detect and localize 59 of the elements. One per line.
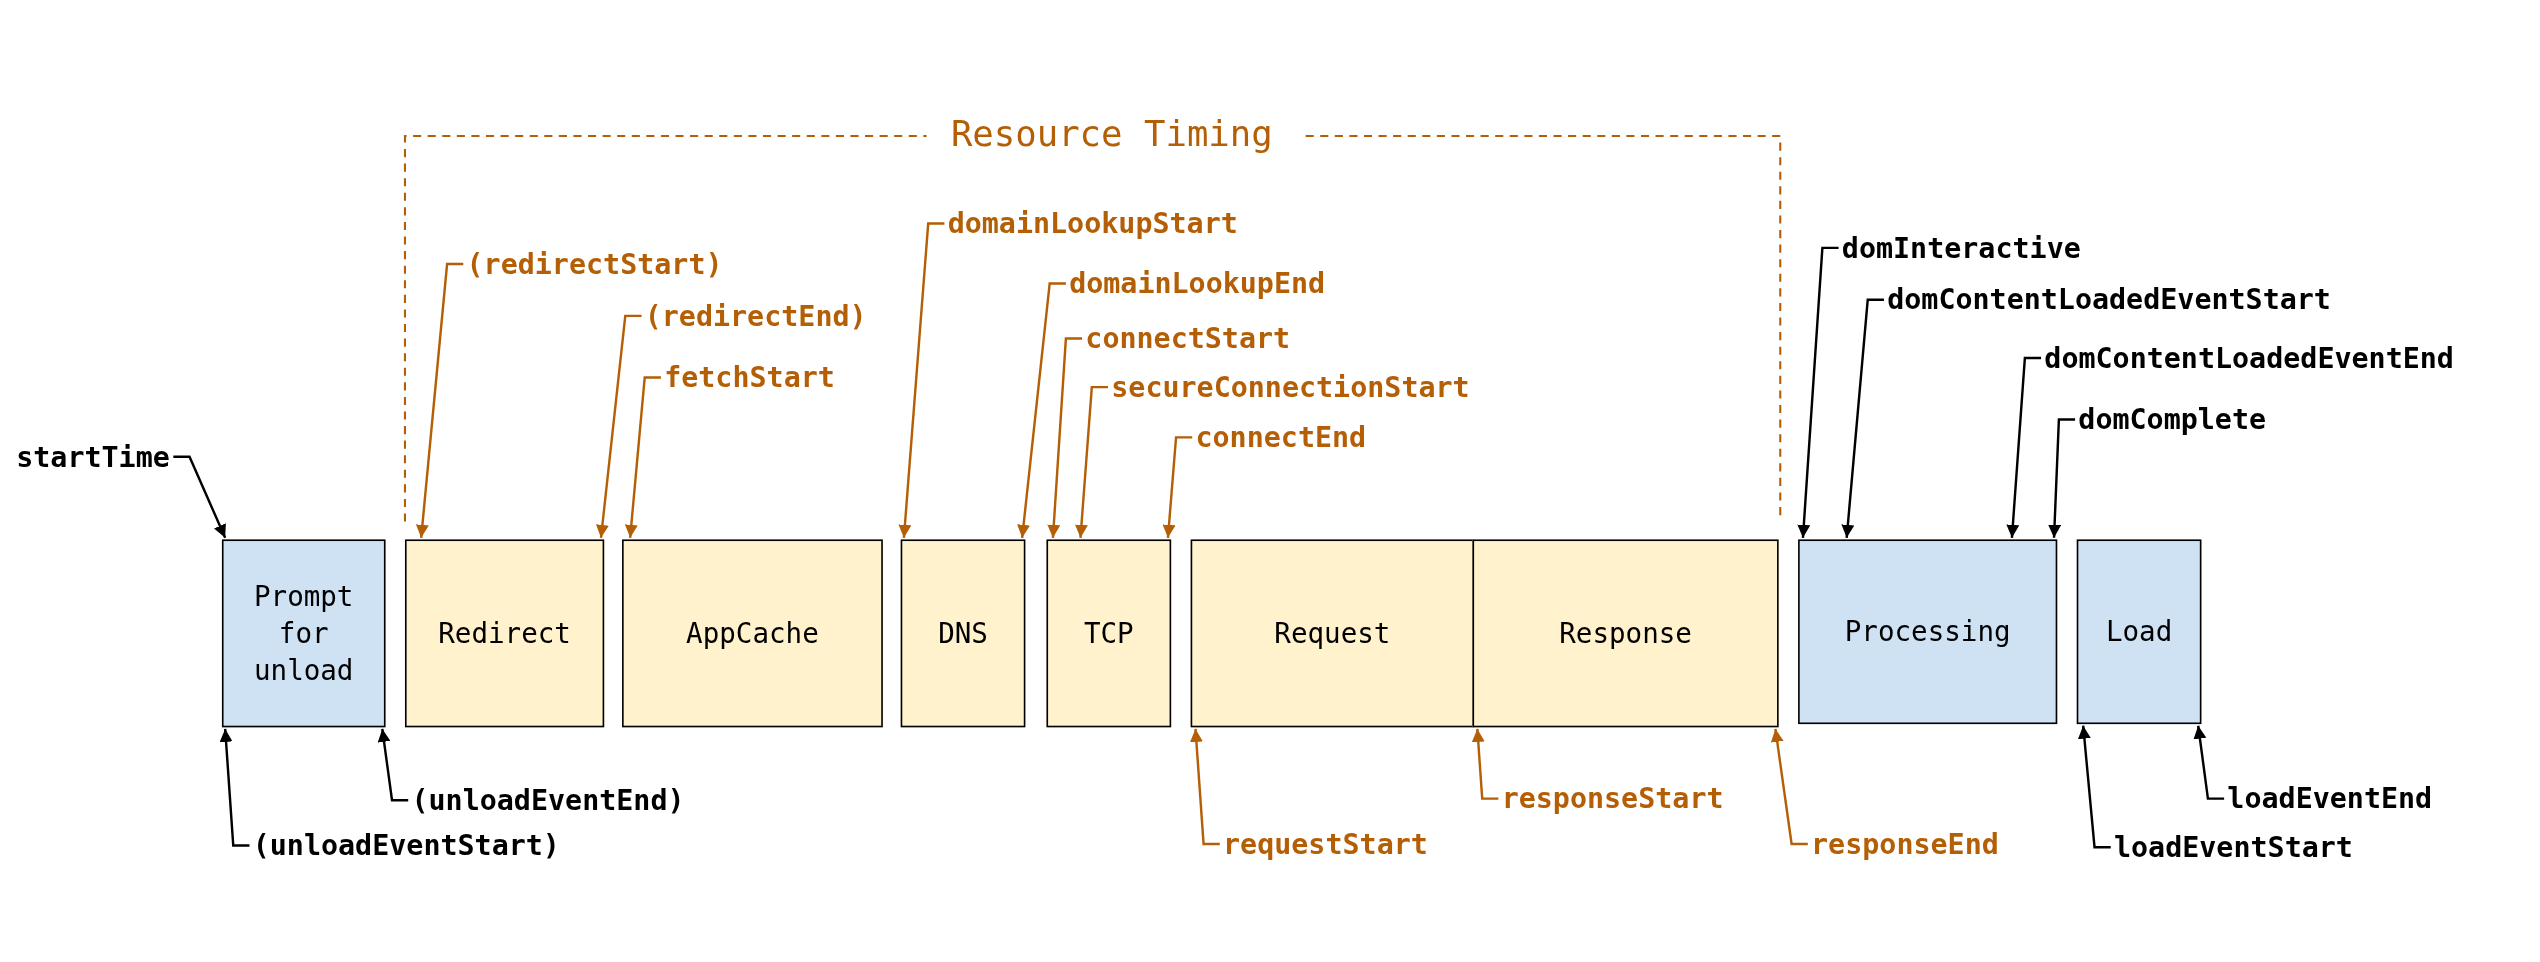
timing-label: connectStart <box>1085 319 1291 358</box>
leader-arrow <box>1047 337 1083 538</box>
leader-arrow <box>624 376 661 538</box>
leader-arrow <box>2006 356 2042 538</box>
timing-label: domainLookupStart <box>947 204 1238 243</box>
timing-label: (unloadEventEnd) <box>411 780 685 820</box>
phase-label: Load <box>2105 613 2173 650</box>
leader-arrow <box>1189 728 1220 846</box>
phase-label: Response <box>1559 615 1692 651</box>
timing-label: responseStart <box>1501 779 1724 819</box>
leader-arrow <box>1162 436 1193 538</box>
leader-arrow <box>1770 728 1808 846</box>
leader-arrow <box>1841 298 1884 538</box>
timing-label: loadEventEnd <box>2227 779 2433 819</box>
timing-label: domInteractive <box>1841 228 2081 268</box>
phase-box <box>1046 539 1172 728</box>
timing-label: (unloadEventStart) <box>252 826 560 866</box>
leader-arrow <box>1797 246 1839 538</box>
phase-label: AppCache <box>686 615 819 651</box>
leader-arrow <box>595 314 642 538</box>
phase-box <box>405 539 605 728</box>
leader-arrow <box>377 728 409 802</box>
phase-box <box>2076 539 2202 725</box>
phase-box <box>900 539 1026 728</box>
phase-box <box>1472 539 1779 728</box>
timing-label: domContentLoadedEventEnd <box>2044 338 2454 378</box>
leader-arrow <box>173 455 227 539</box>
leader-arrow <box>2077 725 2111 849</box>
timing-label: (redirectStart) <box>466 244 723 284</box>
leader-arrow <box>1471 728 1499 800</box>
timing-label: domainLookupEnd <box>1069 264 1326 303</box>
leader-arrow <box>898 222 945 538</box>
leader-arrow <box>415 262 464 538</box>
leader-arrow <box>1017 282 1066 538</box>
timing-label: responseEnd <box>1811 824 1999 864</box>
phase-label: Redirect <box>438 615 571 651</box>
timing-label: fetchStart <box>664 358 835 397</box>
phase-box <box>1798 539 2058 725</box>
phase-box <box>1190 539 1475 728</box>
timing-label: startTime <box>16 437 170 477</box>
phase-label: Prompt for unload <box>252 578 355 689</box>
timing-label: connectEnd <box>1195 417 1367 457</box>
timing-label: domContentLoadedEventStart <box>1887 280 2331 320</box>
phase-label: Processing <box>1844 613 2011 650</box>
phase-label: TCP <box>1083 615 1134 651</box>
phase-label: Request <box>1274 615 1391 651</box>
phase-box <box>221 539 386 728</box>
timing-label: loadEventStart <box>2113 827 2353 867</box>
leader-arrow <box>219 728 250 847</box>
bracket-title: Resource Timing <box>950 112 1273 156</box>
phase-label: DNS <box>938 615 988 651</box>
leader-arrow <box>1075 385 1108 538</box>
phase-box <box>622 539 883 728</box>
leader-arrow <box>2193 725 2225 800</box>
timing-label: secureConnectionStart <box>1111 367 1470 407</box>
timing-label: domComplete <box>2078 400 2267 439</box>
leader-arrow <box>2048 418 2076 538</box>
timing-label: requestStart <box>1223 824 1428 864</box>
timing-label: (redirectEnd) <box>644 296 867 336</box>
